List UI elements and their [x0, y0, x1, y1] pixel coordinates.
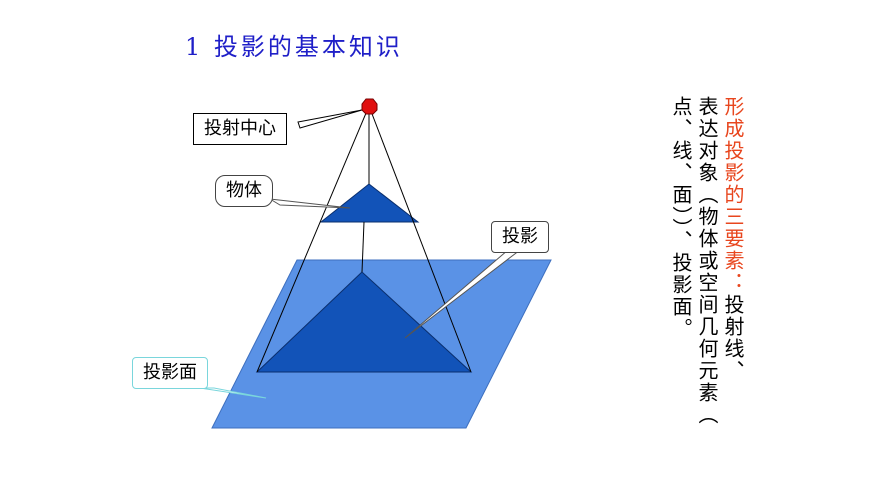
object-label: 物体 [215, 175, 273, 207]
elements-line-2: 表达对象（物体或空间几何元素（ [695, 96, 719, 426]
page-title: 1 投影的基本知识 [185, 33, 403, 61]
center-callout-pointer [297, 109, 363, 129]
object-triangle [319, 183, 420, 223]
projected-triangle [255, 271, 473, 373]
elements-line-1: 形成投影的三要素：投射线、 [720, 96, 746, 466]
elements-line-3: 点、线、面））、投影面。 [669, 96, 693, 340]
object-callout-pointer [269, 198, 351, 209]
projection-label: 投影 [491, 221, 549, 253]
projection-center-label: 投射中心 [193, 113, 287, 145]
three-elements-heading: 形成投影的三要素： [721, 96, 745, 294]
plane-callout-pointer [199, 387, 267, 399]
projection-rays [256, 105, 472, 373]
projection-plane-label: 投影面 [132, 357, 208, 389]
projection-center-point [361, 98, 378, 115]
elements-line-1-rest: 投射线、 [721, 294, 745, 382]
